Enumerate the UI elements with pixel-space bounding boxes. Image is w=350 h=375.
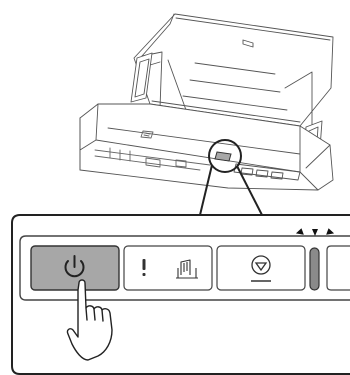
body-power-button — [215, 152, 231, 161]
next-button-partial — [327, 246, 350, 290]
scanner-body — [80, 14, 333, 190]
error-skip-button[interactable] — [124, 246, 212, 290]
status-light — [310, 248, 319, 290]
zoom-panel — [12, 215, 350, 374]
power-button[interactable] — [31, 246, 119, 290]
exclamation-icon — [143, 259, 146, 276]
stop-button[interactable] — [217, 246, 305, 290]
